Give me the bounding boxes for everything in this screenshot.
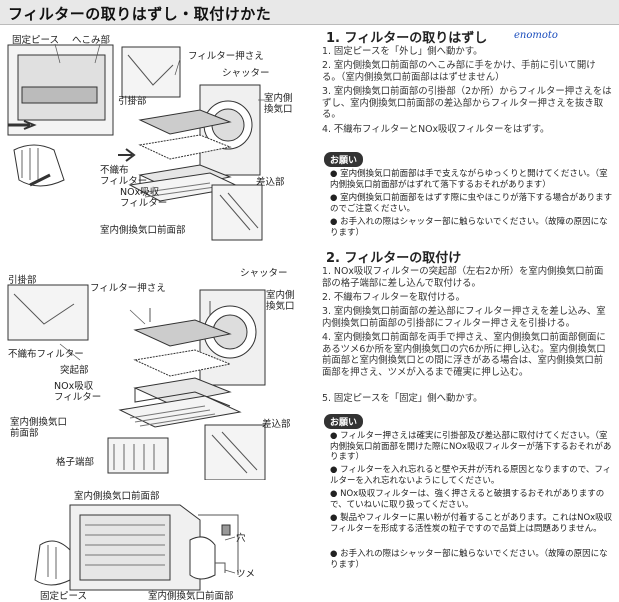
signature: enomoto [514,30,558,41]
header-bar: フィルターの取りはずし・取付けかた [0,0,619,25]
d3-front-panel-label-2: 室内側換気口前面部 [148,591,234,602]
text-column: 1. フィルターの取りはずし enomoto 1. 固定ピースを「外し」側へ動か… [318,25,619,602]
s2-step-1: 1. NOx吸収フィルターの突起部（左右2か所）を室内側換気口前面部の格子端部に… [322,266,604,289]
d2-filter-holder-label: フィルター押さえ [90,283,166,294]
s2-step-4: 4. 室内側換気口前面部を両手で押さえ、室内側換気口前面部側面にあるツメ6か所を… [322,332,606,378]
d2-hook-label: 引掛部 [8,275,37,286]
s2-note-2: ● フィルターを入れ忘れると壁や天井が汚れる原因となりますので、フィルターを入れ… [330,465,612,486]
d2-shutter-label: シャッター [240,268,288,279]
diagram-2-drawing [7,284,266,480]
d1-insert-label: 差込部 [256,177,285,188]
d2-front-panel-label-2: 前面部 [10,428,39,439]
d2-lattice-label: 格子端部 [56,457,95,468]
d2-front-panel-label: 室内側換気口 [10,417,68,428]
s2-note-1: ● フィルター押さえは確実に引掛部及び差込部に取付けてください。（室内側換気口前… [330,431,612,462]
diagram-3-drawing [34,504,239,591]
d2-indoor-vent-label-2: 換気口 [266,301,295,312]
d2-insert-label: 差込部 [262,419,291,430]
d1-indoor-vent-label-2: 換気口 [264,104,293,115]
s2-step-2: 2. 不織布フィルターを取付ける。 [322,292,465,303]
s2-note-3: ● NOx吸収フィルターは、強く押さえると破損するおそれがありますので、ていねい… [330,489,605,510]
d1-fixed-piece-label: 固定ピース [12,35,60,46]
d2-projection-label: 突起部 [60,365,89,376]
s2-step-5: 5. 固定ピースを「固定」側へ動かす。 [322,393,483,404]
d1-nonwoven-label-2: フィルター [100,176,148,187]
d3-tab-label: ツメ [236,569,256,580]
d1-nox-label: NOx吸収 [120,187,160,198]
d2-indoor-vent-label: 室内側 [266,290,295,301]
s2-note-4: ● 製品やフィルターに黒い粉が付着することがあります。これはNOx吸収フィルター… [330,513,613,534]
page-title: フィルターの取りはずし・取付けかた [8,5,272,23]
d1-recess-label: へこみ部 [72,35,111,46]
d1-hook-label: 引掛部 [118,96,147,107]
s2-notes-badge: お願い [324,414,364,429]
d1-front-panel-label: 室内側換気口前面部 [100,225,186,236]
d1-filter-holder-label: フィルター押さえ [188,51,264,62]
s1-step-2: 2. 室内側換気口前面部のへこみ部に手をかけ、手前に引いて開ける。（室内側換気口… [322,60,596,83]
d1-indoor-vent-label: 室内側 [264,93,293,104]
s1-notes-badge: お願い [324,152,364,167]
section-2-title: 2. フィルターの取付け [326,251,462,266]
d2-nox-label-2: フィルター [54,392,102,403]
d3-front-panel-label: 室内側換気口前面部 [74,491,160,502]
s1-note-3: ● お手入れの際はシャッター部に触らないでください。（故障の原因になります） [330,217,608,238]
diagram-column: 固定ピース へこみ部 フィルター押さえ シャッター 引掛部 室内側 換気口 不織… [0,25,318,602]
d2-nonwoven-label: 不織布フィルター [8,349,84,360]
s1-step-1: 1. 固定ピースを「外し」側へ動かす。 [322,46,483,57]
d1-nox-label-2: フィルター [120,198,168,209]
d1-shutter-label: シャッター [222,68,270,79]
d3-hole-label: 穴 [236,533,246,544]
s1-note-2: ● 室内側換気口前面部をはずす際に虫やほこりが落下する場合がありますのでご注意く… [330,193,613,214]
s1-note-1: ● 室内側換気口前面部は手で支えながらゆっくりと開けてください。（室内側換気口前… [330,169,608,190]
d3-fixed-piece-label: 固定ピース [40,591,88,602]
s1-step-3: 3. 室内側換気口前面部の引掛部（2か所）からフィルター押さえをはずし、室内側換… [322,86,612,120]
s2-note-5: ● お手入れの際はシャッター部に触らないでください。（故障の原因になります） [330,549,608,570]
d2-nox-label: NOx吸収 [54,381,94,392]
diagram-1-drawing [7,43,265,241]
d1-nonwoven-label: 不織布 [100,165,129,176]
s2-step-3: 3. 室内側換気口前面部の差込部にフィルター押さえを差し込み、室内側換気口前面部… [322,306,606,329]
section-1-title: 1. フィルターの取りはずし [326,31,488,46]
s1-step-4: 4. 不織布フィルターとNOx吸収フィルターをはずす。 [322,124,550,135]
